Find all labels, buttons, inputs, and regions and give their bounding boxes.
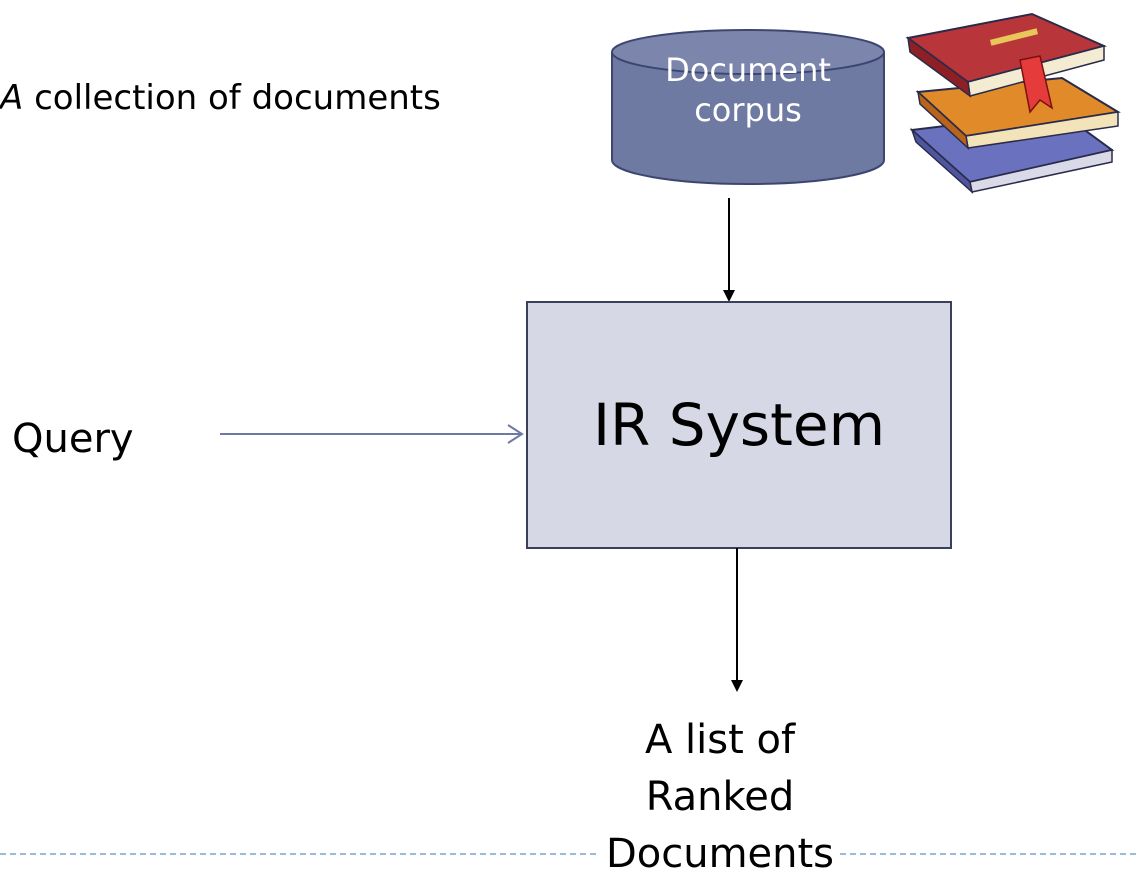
collection-caption-text: collection of documents	[23, 78, 441, 118]
result-line3: Documents	[599, 826, 841, 883]
document-corpus-label: Document corpus	[612, 50, 884, 130]
query-label: Query	[12, 416, 134, 462]
corpus-label-line1: Document	[665, 51, 831, 89]
stack-of-books-icon	[905, 12, 1121, 195]
document-corpus-cylinder	[611, 29, 885, 185]
ir-system-box	[526, 301, 952, 549]
result-line2: Ranked	[645, 774, 795, 820]
ranked-documents-label: A list of Ranked Documents	[580, 712, 860, 883]
corpus-label-line2: corpus	[694, 91, 802, 129]
ir-system-label: IR System	[592, 391, 886, 459]
result-line1: A list of	[644, 717, 796, 763]
collection-caption-article: A	[0, 78, 24, 118]
query-arrow	[220, 424, 524, 444]
collection-caption: A collection of documents	[0, 78, 441, 118]
